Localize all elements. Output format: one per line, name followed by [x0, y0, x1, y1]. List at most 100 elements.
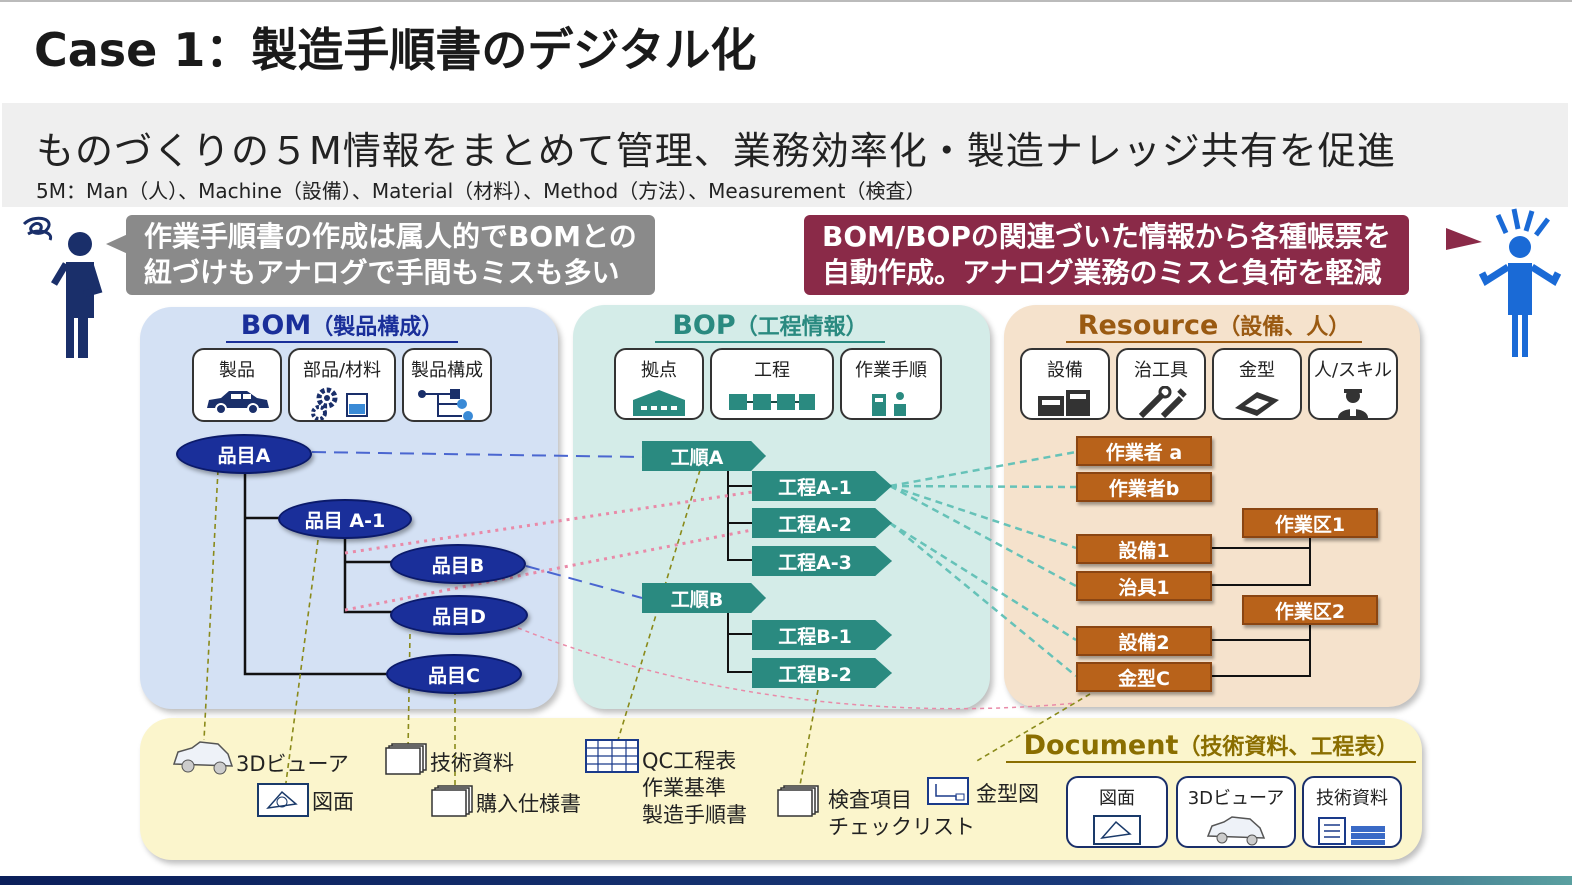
- worker-icon: [1338, 389, 1368, 418]
- bom-tile-product[interactable]: 製品: [192, 348, 282, 422]
- resource-jig-1[interactable]: 治具1: [1076, 571, 1212, 601]
- bop-tile-procedure[interactable]: 作業手順: [840, 348, 942, 420]
- resource-tile-tools-label: 治工具: [1134, 360, 1188, 381]
- bop-step-b-2[interactable]: 工程B-2: [752, 658, 892, 688]
- left-callout-tail: [106, 234, 128, 254]
- bom-title: BOM（製品構成）: [226, 309, 458, 343]
- car-3d-icon: [172, 741, 234, 775]
- resource-work-area-1[interactable]: 作業区1: [1242, 508, 1378, 538]
- resource-tile-tools[interactable]: 治工具: [1116, 348, 1206, 420]
- bop-step-b-1[interactable]: 工程B-1: [752, 620, 892, 650]
- bop-tile-process[interactable]: 工程: [710, 348, 834, 420]
- left-callout-line-1: 作業手順書の作成は属人的でBOMとの: [144, 220, 637, 253]
- bom-item-b[interactable]: 品目B: [390, 544, 526, 584]
- process-line-icon: [729, 394, 815, 410]
- document-title: Document（技術資料、工程表）: [1006, 729, 1416, 763]
- bom-title-text: BOM: [240, 310, 312, 341]
- resource-tile-equipment-label: 設備: [1047, 360, 1083, 381]
- bom-tile-structure[interactable]: 製品構成: [402, 348, 492, 422]
- factory-icon: [633, 390, 685, 416]
- pink-curve-link: [517, 627, 1077, 710]
- bottom-accent-bar: [0, 876, 1572, 885]
- doc-tile-tech[interactable]: 技術資料: [1302, 776, 1402, 848]
- bom-tile-product-label: 製品: [219, 360, 255, 381]
- bom-item-c[interactable]: 品目C: [386, 654, 522, 694]
- bop-step-a-3[interactable]: 工程A-3: [752, 546, 892, 576]
- resource-tile-mold[interactable]: 金型: [1212, 348, 1302, 420]
- resource-work-area-2[interactable]: 作業区2: [1242, 595, 1378, 625]
- drawing-tile-icon: [1093, 815, 1141, 845]
- confused-person-icon: [22, 216, 103, 358]
- doc-tile-3d-viewer-label: 3Dビューア: [1187, 788, 1285, 809]
- bop-tile-site-label: 拠点: [641, 360, 677, 381]
- doc-tile-tech-label: 技術資料: [1316, 788, 1388, 809]
- mold-drawing-icon: [927, 777, 969, 805]
- resource-worker-a[interactable]: 作業者 a: [1076, 436, 1212, 466]
- bop-tree-lines: [727, 468, 752, 673]
- resource-equipment-1[interactable]: 設備1: [1076, 534, 1212, 564]
- gears-icon: [311, 387, 368, 420]
- resource-area-lines: [1212, 538, 1311, 677]
- doc-drawing-label: 図面: [312, 790, 354, 814]
- right-callout-tail: [1446, 228, 1482, 250]
- qc-table-icon: [585, 739, 639, 773]
- bom-item-a[interactable]: 品目A: [176, 434, 312, 474]
- right-callout-line-1: BOM/BOPの関連づいた情報から各種帳票を: [822, 220, 1391, 253]
- bop-route-b[interactable]: 工順B: [642, 583, 766, 613]
- bom-tile-parts[interactable]: 部品/材料: [288, 348, 396, 422]
- resource-tile-equipment[interactable]: 設備: [1020, 348, 1110, 420]
- bop-route-a[interactable]: 工順A: [642, 441, 766, 471]
- subtitle: ものづくりの５M情報をまとめて管理、業務効率化・製造ナレッジ共有を促進: [36, 129, 1396, 173]
- doc-work-std-label: 作業基準: [642, 776, 726, 800]
- car-3d-tile-icon: [1206, 816, 1266, 846]
- bom-item-d[interactable]: 品目D: [390, 595, 528, 635]
- bom-item-a-1[interactable]: 品目 A-1: [278, 499, 412, 539]
- mold-icon: [1235, 392, 1279, 416]
- equipment-icon: [1038, 390, 1090, 416]
- resource-mold-c[interactable]: 金型C: [1076, 662, 1212, 692]
- page-title: Case 1：製造手順書のデジタル化: [34, 23, 757, 77]
- tech-docs-tile-icon: [1318, 817, 1385, 845]
- bop-tile-procedure-label: 作業手順: [855, 360, 927, 381]
- bom-bop-links: [311, 451, 643, 599]
- document-title-paren: （技術資料、工程表）: [1178, 735, 1399, 760]
- bom-tree-lines: [243, 470, 392, 676]
- right-callout-line-2: 自動作成。アナログ業務のミスと負荷を軽減: [822, 256, 1382, 289]
- resource-title-text: Resource: [1077, 310, 1219, 341]
- doc-tile-drawing-label: 図面: [1099, 788, 1135, 809]
- resource-equipment-2[interactable]: 設備2: [1076, 626, 1212, 656]
- resource-title-paren: （設備、人）: [1218, 315, 1351, 340]
- resource-tile-mold-label: 金型: [1239, 360, 1275, 381]
- doc-tech-label: 技術資料: [430, 751, 514, 775]
- resource-links: [889, 450, 1077, 677]
- doc-checklist-label: チェックリスト: [828, 815, 975, 839]
- five-m-note: 5M：Man（人）、Machine（設備）、Material（材料）、Metho…: [36, 179, 926, 203]
- document-title-text: Document: [1023, 730, 1179, 761]
- resource-tile-skill[interactable]: 人/スキル: [1308, 348, 1398, 420]
- car-icon: [207, 391, 269, 415]
- doc-mfg-proc-label: 製造手順書: [642, 803, 747, 827]
- bop-step-a-1[interactable]: 工程A-1: [752, 471, 892, 501]
- pink-dotted-links: [344, 490, 753, 612]
- doc-tile-3d-viewer[interactable]: 3Dビューア: [1176, 776, 1296, 848]
- bop-title: BOP（工程情報）: [655, 309, 885, 343]
- doc-3d-viewer-label: 3Dビューア: [236, 752, 349, 776]
- doc-inspection-label: 検査項目: [828, 788, 912, 812]
- bom-tile-structure-label: 製品構成: [411, 360, 483, 381]
- doc-tile-drawing[interactable]: 図面: [1066, 776, 1168, 848]
- doc-qc-label: QC工程表: [642, 749, 737, 773]
- left-callout-line-2: 紐づけもアナログで手間もミスも多い: [144, 256, 620, 289]
- resource-tile-skill-label: 人/スキル: [1313, 360, 1393, 381]
- doc-mold-drawing-label: 金型図: [976, 782, 1039, 806]
- tech-doc-stack-icon: [385, 743, 427, 775]
- happy-person-icon: [1478, 208, 1562, 357]
- resource-worker-b[interactable]: 作業者b: [1076, 472, 1212, 502]
- bop-step-a-2[interactable]: 工程A-2: [752, 508, 892, 538]
- bop-title-text: BOP: [672, 310, 736, 341]
- right-callout: BOM/BOPの関連づいた情報から各種帳票を 自動作成。アナログ業務のミスと負荷…: [804, 215, 1409, 295]
- bop-tile-process-label: 工程: [754, 360, 790, 381]
- document-links: [203, 469, 1091, 791]
- bop-tile-site[interactable]: 拠点: [614, 348, 704, 420]
- purchase-doc-stack-icon: [431, 785, 473, 817]
